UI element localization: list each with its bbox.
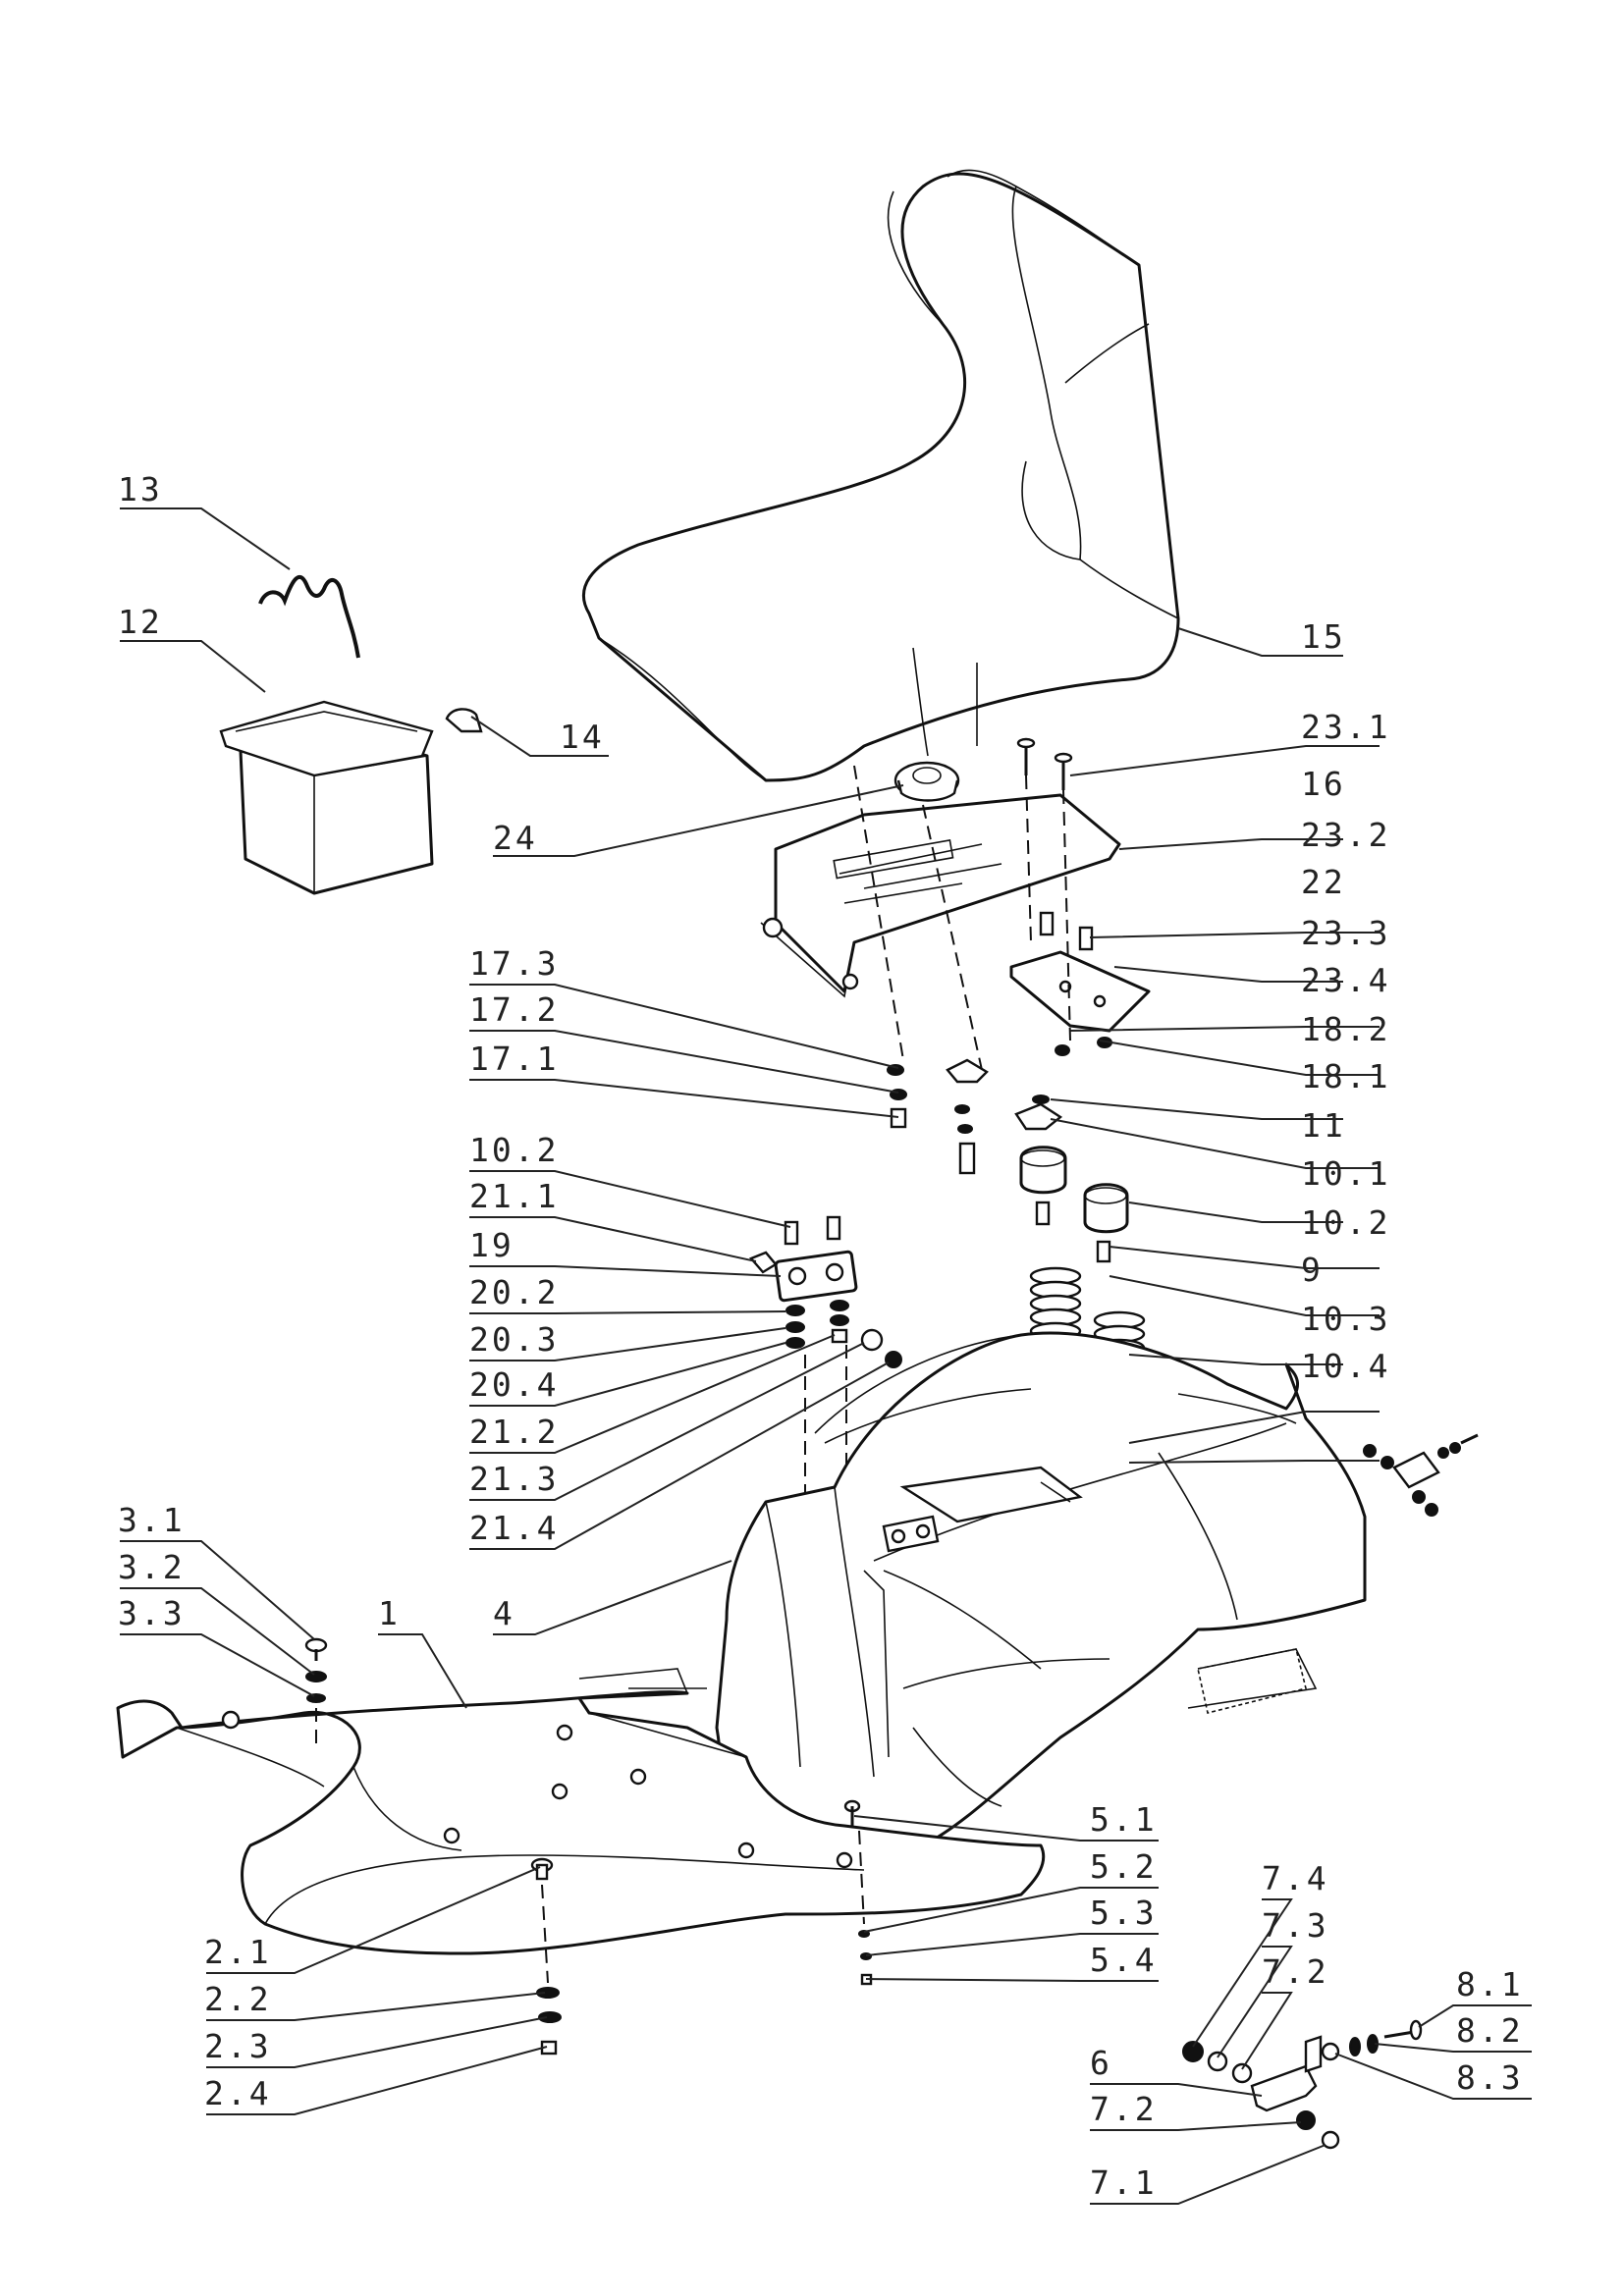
label-8-2: 8.2 (1456, 2011, 1524, 2050)
bolts-23-1 (1016, 737, 1073, 790)
seat-drawing (582, 169, 1180, 782)
label-17-1: 17.1 (469, 1040, 559, 1078)
label-21-2: 21.2 (469, 1413, 559, 1451)
label-3-2: 3.2 (118, 1548, 186, 1586)
leader-lines (120, 507, 1532, 2205)
clip-13-drawing (258, 574, 360, 659)
label-7-4: 7.4 (1262, 1859, 1329, 1897)
label-23-4: 23.4 (1301, 961, 1390, 999)
label-24: 24 (493, 819, 538, 857)
label-18-2: 18.2 (1301, 1010, 1390, 1048)
label-17-2: 17.2 (469, 990, 559, 1029)
base-drawing (116, 1648, 1307, 1955)
seat-bracket-drawing (760, 761, 1121, 998)
label-10-1: 10.1 (1301, 1154, 1390, 1193)
label-3-1: 3.1 (118, 1501, 186, 1539)
body-drawing (685, 1331, 1367, 1857)
label-13: 13 (118, 470, 163, 508)
clip-14-drawing (445, 708, 483, 733)
label-23-1: 23.1 (1301, 708, 1390, 746)
label-3-3: 3.3 (118, 1594, 186, 1632)
label-17-3: 17.3 (469, 944, 559, 983)
label-2-2: 2.2 (204, 1980, 272, 2018)
label-21-1: 21.1 (469, 1177, 559, 1215)
label-20-3: 20.3 (469, 1320, 559, 1359)
bumpers-11 (1019, 1146, 1129, 1263)
assembly-axes-upper (853, 765, 1071, 1071)
label-15: 15 (1301, 617, 1346, 656)
hardware-17-18 (887, 1037, 1112, 1175)
label-10-3: 10.3 (1301, 1300, 1390, 1338)
part-labels: 13 12 14 15 23.1 24 16 23.2 22 23.3 23.4… (118, 470, 1524, 2202)
label-2-1: 2.1 (204, 1933, 272, 1971)
label-14: 14 (560, 718, 605, 756)
plate-22-drawing (1009, 911, 1151, 1033)
label-4: 4 (493, 1594, 515, 1632)
label-18-1: 18.1 (1301, 1057, 1390, 1095)
label-9: 9 (1301, 1251, 1324, 1289)
label-5-1: 5.1 (1090, 1800, 1158, 1839)
label-10-2-left: 10.2 (469, 1131, 559, 1169)
assembly-6-7-8 (1182, 2019, 1423, 2150)
label-10-4: 10.4 (1301, 1347, 1390, 1385)
label-16: 16 (1301, 765, 1346, 803)
label-12: 12 (118, 603, 163, 641)
label-23-3: 23.3 (1301, 914, 1390, 952)
label-22: 22 (1301, 863, 1346, 901)
label-8-1: 8.1 (1456, 1965, 1524, 2003)
label-2-4: 2.4 (204, 2074, 272, 2112)
label-5-4: 5.4 (1090, 1941, 1158, 1979)
label-6: 6 (1090, 2044, 1112, 2082)
label-7-3: 7.3 (1262, 1906, 1329, 1945)
label-20-2: 20.2 (469, 1273, 559, 1311)
label-5-3: 5.3 (1090, 1894, 1158, 1932)
label-5-2: 5.2 (1090, 1847, 1158, 1886)
label-21-4: 21.4 (469, 1509, 559, 1547)
label-20-4: 20.4 (469, 1365, 559, 1404)
label-2-3: 2.3 (204, 2027, 272, 2065)
label-19: 19 (469, 1226, 514, 1264)
label-10-2-right: 10.2 (1301, 1203, 1390, 1242)
side-hardware-right (1363, 1433, 1479, 1517)
label-11: 11 (1301, 1106, 1346, 1145)
label-23-2: 23.2 (1301, 816, 1390, 854)
label-8-3: 8.3 (1456, 2058, 1524, 2097)
label-7-2-top: 7.2 (1262, 1952, 1329, 1991)
label-7-1: 7.1 (1090, 2163, 1158, 2202)
label-1: 1 (378, 1594, 401, 1632)
label-7-2-bottom: 7.2 (1090, 2090, 1158, 2128)
bracket-19-hardware (748, 1215, 902, 1502)
basket-12-drawing (219, 700, 434, 895)
label-21-3: 21.3 (469, 1460, 559, 1498)
